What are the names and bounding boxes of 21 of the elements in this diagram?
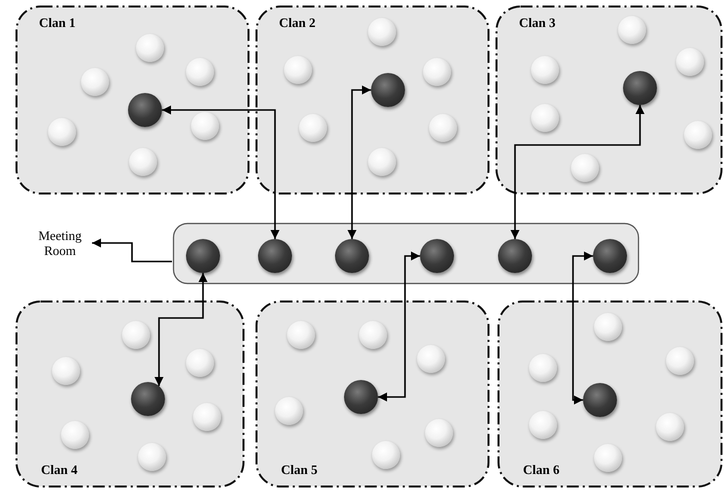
group-panel <box>497 300 723 488</box>
arrow <box>378 252 420 402</box>
arrow <box>154 273 208 386</box>
arrow <box>162 106 280 239</box>
room-label: Meeting Room <box>28 228 92 258</box>
group-title: Clan 2 <box>279 15 316 31</box>
group-title: Clan 1 <box>39 15 76 31</box>
group-panel <box>495 5 723 195</box>
group-title: Clan 4 <box>41 462 78 478</box>
group-panel <box>255 5 490 195</box>
group-panel <box>15 5 250 195</box>
group-title: Clan 3 <box>519 15 556 31</box>
arrow <box>510 105 644 239</box>
meeting-room-panel <box>172 222 640 285</box>
group-title: Clan 5 <box>281 462 318 478</box>
arrow <box>572 252 593 404</box>
group-title: Clan 6 <box>523 462 560 478</box>
group-panel <box>15 300 245 488</box>
arrow <box>348 86 371 239</box>
arrow <box>92 238 172 262</box>
group-panel <box>255 300 490 488</box>
